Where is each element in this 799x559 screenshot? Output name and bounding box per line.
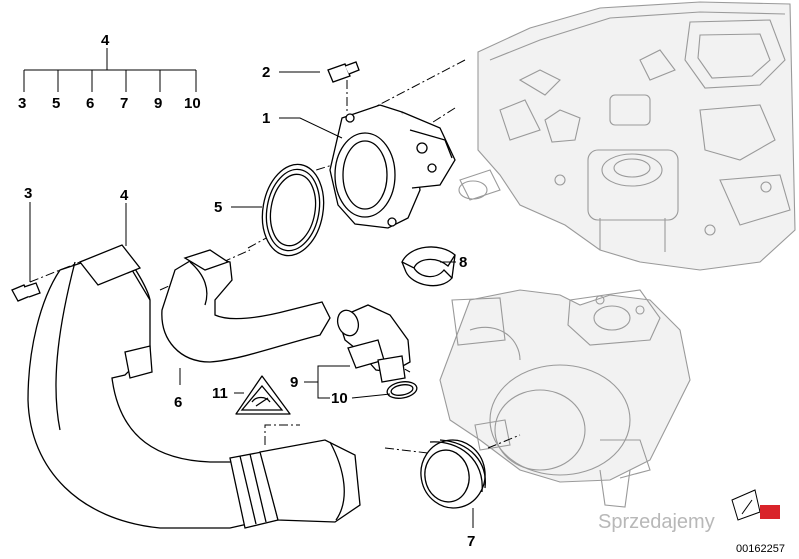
- part-3-bolt: [11, 282, 41, 302]
- alignment-line: [264, 424, 300, 445]
- watermark: Sprzedajemy: [598, 511, 715, 533]
- callout-5: 5: [214, 199, 222, 216]
- part-8-hose-clamp: [401, 246, 456, 287]
- tree-item-callout: 7: [120, 95, 128, 112]
- tree-top-callout: 4: [101, 32, 110, 49]
- part-1-throttle-body: [329, 104, 456, 229]
- document-logo-icon: [731, 489, 780, 521]
- part-4-intake-pipe: [27, 244, 361, 529]
- leader-line: [351, 393, 391, 399]
- tree-item-callout: 6: [86, 95, 94, 112]
- callout-11: 11: [212, 385, 228, 402]
- part-10-o-ring: [386, 381, 418, 399]
- alignment-line: [487, 434, 521, 449]
- part-11-warning-label: [235, 375, 291, 415]
- part-5-sealing-ring: [261, 163, 325, 257]
- cylinder-head-ghost: [458, 1, 796, 271]
- turbocharger-ghost: [439, 289, 691, 508]
- callout-6: 6: [174, 394, 182, 411]
- callout-3: 3: [24, 185, 32, 202]
- alignment-line: [384, 447, 446, 456]
- tree-item-callout: 10: [184, 95, 201, 112]
- callout-10: 10: [331, 390, 348, 407]
- part-9-elbow-connector: [336, 304, 411, 383]
- document-number: 00162257: [736, 543, 785, 555]
- callout-4: 4: [120, 187, 129, 204]
- callout-7: 7: [467, 533, 475, 550]
- leader-line: [279, 117, 343, 139]
- part-7-rubber-sleeve: [420, 439, 486, 509]
- part-2-bolt: [327, 61, 360, 83]
- tree-item-callout: 9: [154, 95, 162, 112]
- callout-8: 8: [459, 254, 467, 271]
- part-6-charge-hose: [161, 249, 331, 363]
- callout-9: 9: [290, 374, 298, 391]
- tree-item-callout: 3: [18, 95, 26, 112]
- parts-tree: 4 3 5 6 7 9 10: [18, 32, 201, 112]
- callout-2: 2: [262, 64, 270, 81]
- callout-1: 1: [262, 110, 270, 127]
- tree-item-callout: 5: [52, 95, 60, 112]
- leader-line: [304, 365, 350, 399]
